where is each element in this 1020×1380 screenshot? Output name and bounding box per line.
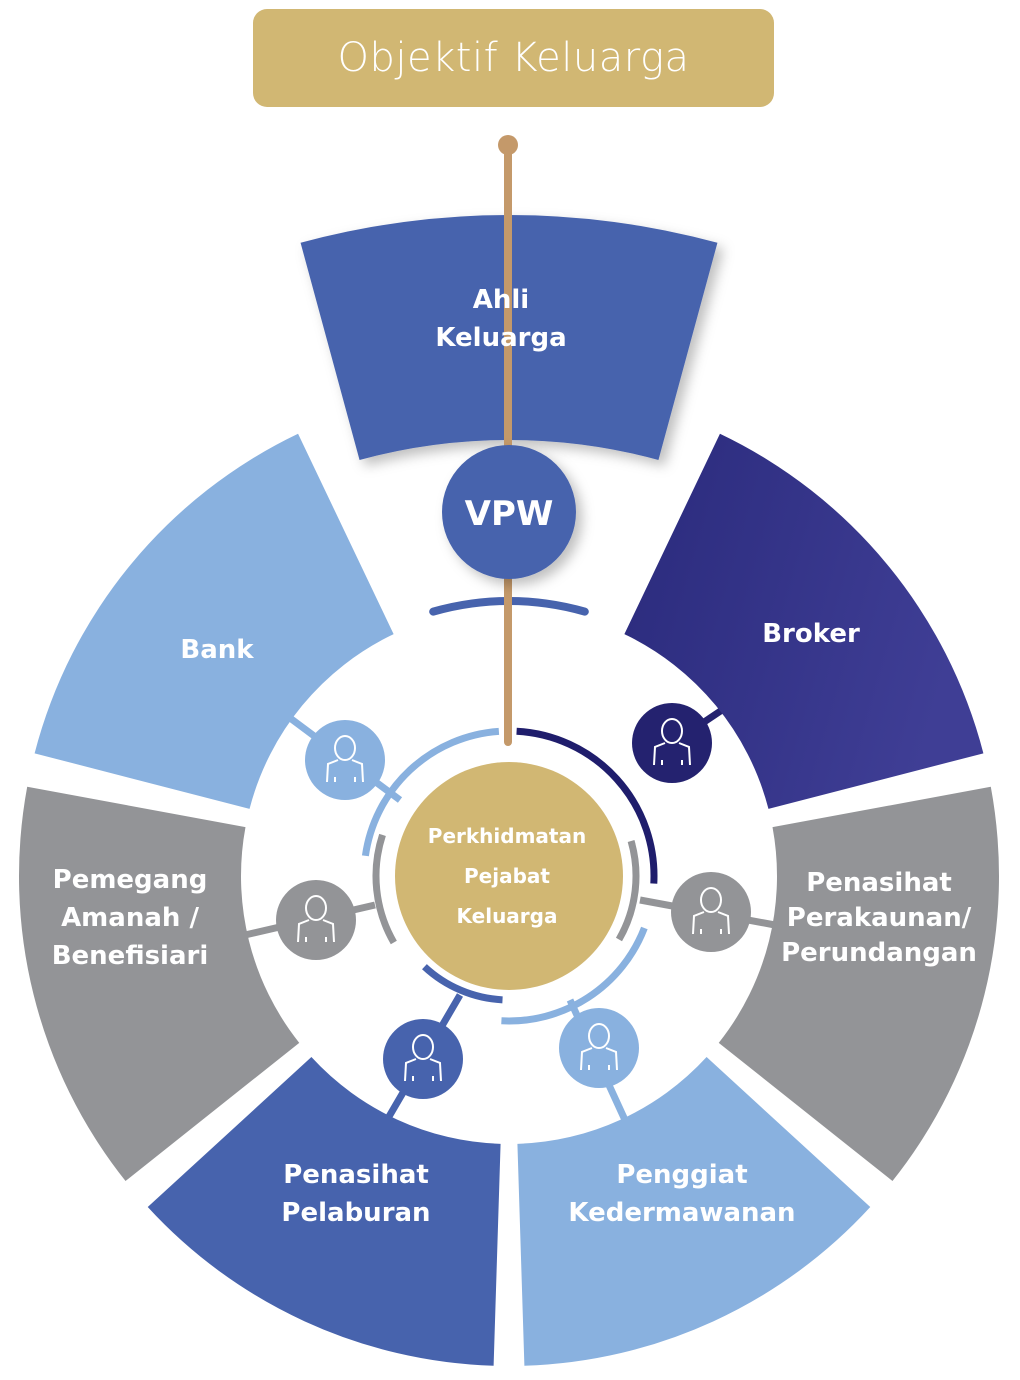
ring-arc-kedermawanan bbox=[501, 926, 648, 1025]
segment-label-penggiat-kedermawanan: Penggiat bbox=[616, 1160, 747, 1190]
person-icon-head bbox=[334, 735, 356, 761]
segment-label-penggiat-kedermawanan: Kedermawanan bbox=[568, 1198, 795, 1228]
person-icon bbox=[653, 742, 691, 766]
segment-penasihat-perakaunan bbox=[718, 786, 999, 1182]
person-icon-head bbox=[661, 718, 683, 744]
ring-arc-broker bbox=[516, 727, 658, 884]
person-icon-head bbox=[700, 887, 722, 913]
segment-label-penasihat-perakaunan: Perakaunan/ bbox=[787, 903, 972, 933]
connector-dot bbox=[498, 135, 518, 155]
person-icon bbox=[580, 1047, 618, 1071]
hub-label-line: Keluarga bbox=[457, 904, 558, 928]
person-icon bbox=[297, 919, 335, 943]
person-icon-head bbox=[412, 1034, 434, 1060]
person-icon bbox=[404, 1058, 442, 1082]
segment-bank bbox=[34, 433, 394, 809]
segment-label-broker: Broker bbox=[762, 619, 860, 649]
person-icon-badge bbox=[276, 880, 356, 960]
ring-arc-pelaburan bbox=[422, 964, 503, 1004]
person-icon-badge bbox=[632, 703, 712, 783]
ring-arc-bank bbox=[361, 727, 500, 857]
vpw-circle bbox=[442, 445, 576, 579]
segment-broker bbox=[624, 433, 984, 809]
person-icon bbox=[326, 759, 364, 783]
segment-label-penasihat-pelaburan: Penasihat bbox=[283, 1160, 429, 1190]
segment-penggiat-kedermawanan bbox=[517, 1057, 871, 1366]
person-icon-badge bbox=[383, 1019, 463, 1099]
vpw-label: VPW bbox=[465, 494, 554, 534]
segment-label-pemegang-amanah: Amanah / bbox=[61, 903, 199, 933]
person-icon-head bbox=[588, 1023, 610, 1049]
objective-title-box: Objektif Keluarga bbox=[253, 9, 774, 107]
segment-label-pemegang-amanah: Pemegang bbox=[53, 865, 208, 895]
ring-arc-pemegang bbox=[372, 833, 397, 945]
hub-label-line: Pejabat bbox=[464, 864, 550, 888]
person-icon-badge bbox=[671, 872, 751, 952]
objective-title: Objektif Keluarga bbox=[337, 35, 690, 81]
segment-pemegang-amanah bbox=[18, 786, 300, 1182]
segment-label-ahli-keluarga: Ahli bbox=[473, 285, 529, 315]
hub-label-line: Perkhidmatan bbox=[428, 824, 586, 848]
person-icon-head bbox=[305, 895, 327, 921]
segment-penasihat-pelaburan bbox=[147, 1057, 501, 1366]
segment-label-pemegang-amanah: Benefisiari bbox=[52, 941, 209, 971]
segment-label-bank: Bank bbox=[180, 635, 254, 665]
person-icon-badge bbox=[559, 1008, 639, 1088]
segment-label-ahli-keluarga: Keluarga bbox=[435, 323, 566, 353]
person-icon-badge bbox=[305, 720, 385, 800]
hub-circle bbox=[395, 762, 623, 990]
segment-label-penasihat-perakaunan: Perundangan bbox=[781, 938, 977, 968]
segment-label-penasihat-perakaunan: Penasihat bbox=[806, 868, 952, 898]
ring-arc-perakaunan bbox=[615, 840, 640, 942]
person-icon bbox=[692, 911, 730, 935]
segment-label-penasihat-pelaburan: Pelaburan bbox=[281, 1198, 430, 1228]
